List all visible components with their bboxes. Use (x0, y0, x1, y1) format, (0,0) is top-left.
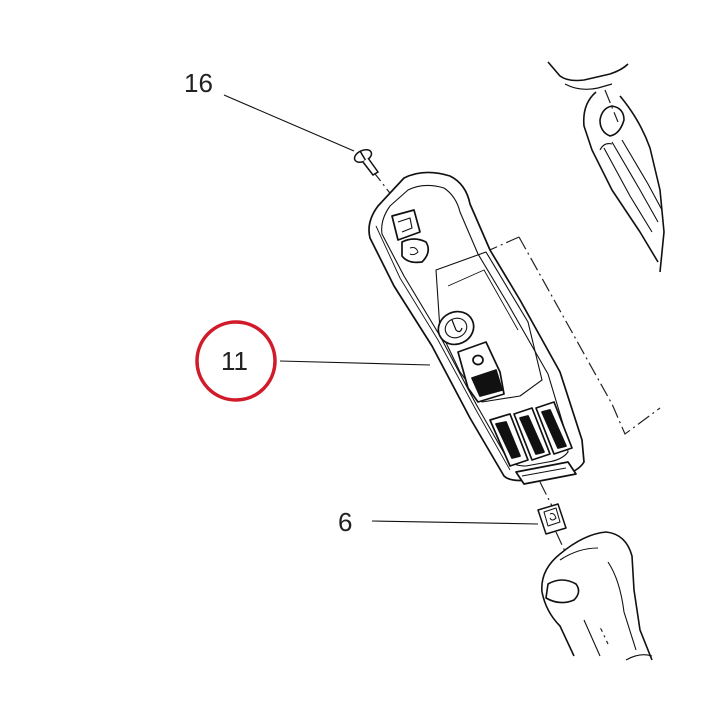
leader-lines (223, 94, 539, 525)
callout-label-11: 11 (221, 346, 248, 376)
screw-part-16 (353, 148, 380, 176)
callout-label-6: 6 (338, 507, 352, 537)
leader-line-16 (223, 94, 355, 152)
leader-line-11 (279, 360, 431, 366)
elbow-pipe-part (541, 531, 653, 661)
adjacent-housing-part (547, 61, 665, 273)
highlight-circle-11 (195, 320, 277, 402)
callout-label-16: 16 (184, 68, 213, 98)
leader-line-6 (371, 520, 539, 525)
housing-cover-part-11 (368, 171, 585, 485)
clip-part-6 (537, 503, 567, 535)
